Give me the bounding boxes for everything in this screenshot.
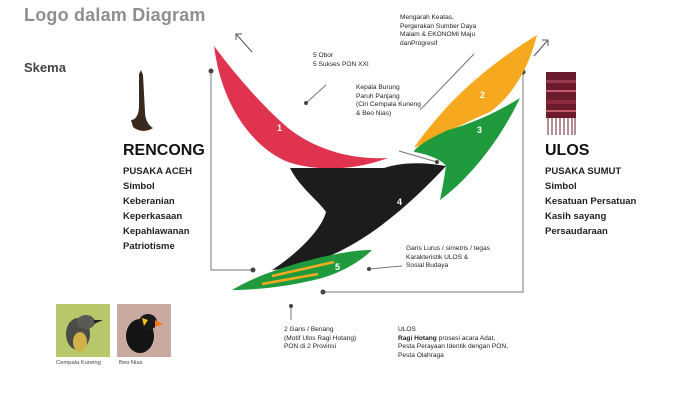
number-4: 4 xyxy=(397,197,402,207)
note-line: Malam & EKONOMI Maju xyxy=(400,31,476,39)
arrow-left-head xyxy=(235,33,242,40)
connector-obor xyxy=(305,84,327,104)
rencong-item: Patriotisme xyxy=(123,241,175,252)
note-line: Kepala Burung xyxy=(356,84,400,91)
orange-wing-shape xyxy=(414,35,537,148)
note-dua-garis: 2 Garis / Benang (Motif Ulos Ragi Hotang… xyxy=(284,326,384,352)
red-wing-shape xyxy=(214,46,388,169)
arrow-right xyxy=(533,39,549,57)
note-kepala: Kepala Burung Paruh Panjang (Ciri Cempal… xyxy=(356,84,456,118)
caption-cempala: Cempala Kuneng xyxy=(56,360,101,366)
note-ulos: ULOS Ragi Hotang prosesi acara Adat, Pes… xyxy=(398,326,538,360)
note-line: (Motif Ulos Ragi Hotang) xyxy=(284,334,357,342)
number-1: 1 xyxy=(277,123,282,133)
note-garis-lurus: Garis Lurus / simetris / tegas Karakteri… xyxy=(406,245,516,271)
schema-label: Skema xyxy=(24,60,66,75)
ulos-heading: ULOS xyxy=(545,142,590,159)
note-line: (Ciri Cempala Kuneng xyxy=(356,101,421,109)
ulos-item: Kasih sayang xyxy=(545,211,607,222)
ulos-item: Simbol xyxy=(545,181,577,192)
connector-mengarah xyxy=(419,53,475,111)
note-line: Garis Lurus / simetris / tegas xyxy=(406,245,490,252)
rencong-heading: RENCONG xyxy=(123,142,205,159)
connector-lines xyxy=(210,53,524,320)
note-mengarah: Mengarah Keatas, Pergerakan Sumber Daya … xyxy=(400,14,515,48)
number-2: 2 xyxy=(480,90,485,100)
note-line: 5 Obor xyxy=(313,52,334,59)
note-line: Paruh Panjang xyxy=(356,92,400,100)
note-line: & Beo Nias) xyxy=(356,109,392,117)
rencong-icon xyxy=(131,70,153,131)
cempala-kuneng-photo xyxy=(56,304,110,357)
ulos-list: PUSAKA SUMUT Simbol Kesatuan Persatuan K… xyxy=(545,164,665,239)
note-ulos-bold: Ragi Hotang xyxy=(398,334,437,342)
ulos-item: Kesatuan Persatuan xyxy=(545,196,637,207)
note-ulos-line: Ragi Hotang prosesi acara Adat, xyxy=(398,335,538,344)
note-ulos-title: ULOS xyxy=(398,326,416,333)
rencong-item: Keberanian xyxy=(123,196,175,207)
note-line: Pergerakan Sumber Daya xyxy=(400,22,477,30)
note-line: Mengarah Keatas, xyxy=(400,14,454,21)
connector-right xyxy=(323,72,524,293)
connector-left xyxy=(210,71,253,271)
note-line: Pesta Perayaan Identik dengan PON, xyxy=(398,343,508,351)
ulos-item: PUSAKA SUMUT xyxy=(545,166,622,177)
rencong-item: Simbol xyxy=(123,181,155,192)
ulos-icon xyxy=(546,72,576,135)
green-wing-shape xyxy=(414,98,520,200)
tail-stripe xyxy=(271,260,335,278)
note-line: PON di 2 Provinsi xyxy=(284,343,337,351)
note-line: Sosial Budaya xyxy=(406,262,449,270)
rencong-item: Kepahlawanan xyxy=(123,226,190,237)
note-line: danProgresif xyxy=(400,39,438,47)
rencong-list: PUSAKA ACEH Simbol Keberanian Keperkasaa… xyxy=(123,164,233,254)
caption-beo: Beo Nias xyxy=(119,360,143,366)
number-3: 3 xyxy=(477,125,482,135)
note-ulos-rest: prosesi acara Adat, xyxy=(436,334,496,342)
connector-garis xyxy=(368,265,403,270)
note-obor: 5 Obor 5 Sukses PON XXI xyxy=(313,52,369,69)
ulos-item: Persaudaraan xyxy=(545,226,608,237)
note-line: 5 Sukses PON XXI xyxy=(313,60,369,68)
beo-nias-photo xyxy=(117,304,171,357)
note-line: Pesta Olahraga xyxy=(398,351,444,359)
number-5: 5 xyxy=(335,262,340,272)
rencong-item: PUSAKA ACEH xyxy=(123,166,192,177)
note-line: Karakteristik ULOS & xyxy=(406,253,469,261)
rencong-item: Keperkasaan xyxy=(123,211,183,222)
page-title: Logo dalam Diagram xyxy=(24,5,206,25)
connector-kepala xyxy=(398,150,438,163)
arrow-right-head xyxy=(542,39,549,46)
arrow-left xyxy=(235,33,253,53)
note-line: 2 Garis / Benang xyxy=(284,326,334,333)
arrows xyxy=(235,33,549,57)
tail-stripe-2 xyxy=(261,272,319,286)
black-body-shape xyxy=(272,163,446,270)
